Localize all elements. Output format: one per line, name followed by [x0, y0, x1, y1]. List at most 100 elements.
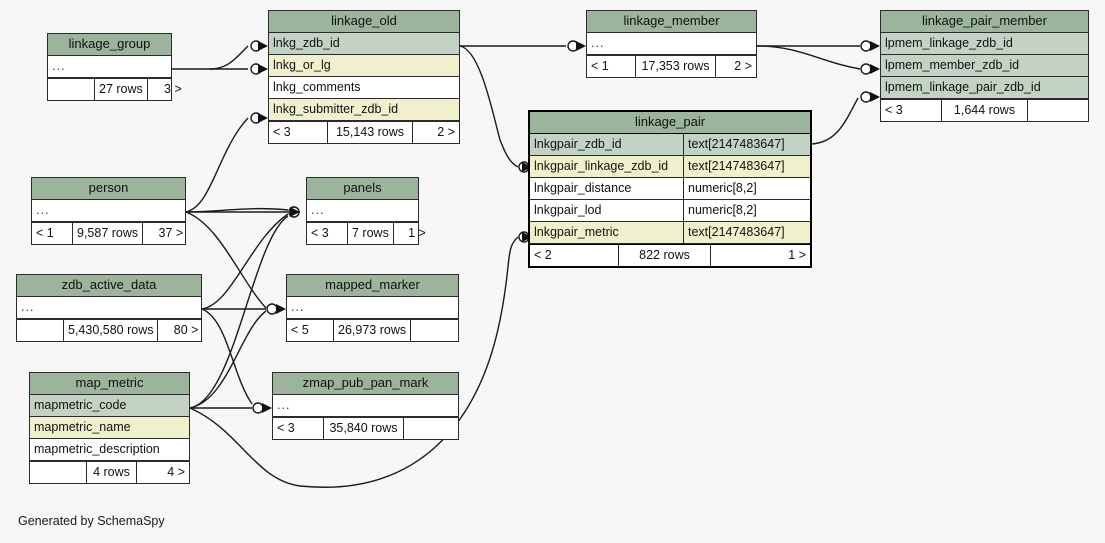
- table-title: zdb_active_data: [17, 275, 201, 297]
- column-name: ...: [311, 203, 325, 217]
- footer-rows: 35,840 rows: [324, 418, 404, 439]
- table-row: ...: [587, 33, 756, 55]
- table-row: lnkg_or_lg: [269, 55, 459, 77]
- footer-rows: 9,587 rows: [73, 223, 144, 244]
- table-footer: < 2 822 rows 1 >: [530, 244, 810, 266]
- table-linkage-group[interactable]: linkage_group ... 27 rows 3 >: [47, 33, 182, 101]
- table-row: mapmetric_code: [30, 395, 189, 417]
- column-name: ...: [21, 300, 35, 314]
- table-row: lnkg_comments: [269, 77, 459, 99]
- footer-left: < 1: [587, 56, 636, 77]
- table-row: lpmem_member_zdb_id: [881, 55, 1088, 77]
- table-footer: < 1 9,587 rows 37 >: [32, 222, 185, 244]
- table-title: zmap_pub_pan_mark: [273, 373, 458, 395]
- table-row: ...: [48, 56, 171, 78]
- table-zdb-active-data[interactable]: zdb_active_data ... 5,430,580 rows 80 >: [16, 274, 202, 342]
- column-name: ...: [291, 300, 305, 314]
- table-row: lnkgpair_linkage_zdb_id text[2147483647]: [530, 156, 810, 178]
- table-title: linkage_member: [587, 11, 756, 33]
- footer-left: < 3: [269, 122, 328, 143]
- table-mapped-marker[interactable]: mapped_marker ... < 5 26,973 rows: [286, 274, 459, 342]
- footer-left: < 2: [530, 245, 619, 266]
- table-row: lpmem_linkage_pair_zdb_id: [881, 77, 1088, 99]
- column-type: numeric[8,2]: [683, 178, 810, 199]
- table-row: lnkgpair_zdb_id text[2147483647]: [530, 134, 810, 156]
- table-linkage-pair[interactable]: linkage_pair lnkgpair_zdb_id text[214748…: [528, 110, 812, 268]
- column-name: lnkgpair_linkage_zdb_id: [534, 159, 669, 173]
- footer-right: 1 >: [788, 248, 806, 262]
- table-row: mapmetric_name: [30, 417, 189, 439]
- footer-rows: 7 rows: [348, 223, 394, 244]
- table-title: panels: [307, 178, 418, 200]
- table-row: ...: [17, 297, 201, 319]
- table-row: lnkgpair_metric text[2147483647]: [530, 222, 810, 244]
- footer-rows: 27 rows: [95, 79, 148, 100]
- footer-left: < 3: [307, 223, 348, 244]
- column-name: lnkg_submitter_zdb_id: [273, 102, 399, 116]
- footer-rows: 1,644 rows: [942, 100, 1028, 121]
- column-type: numeric[8,2]: [683, 200, 810, 221]
- column-name: ...: [591, 36, 605, 50]
- footer-rows: 15,143 rows: [328, 122, 413, 143]
- column-name: ...: [36, 203, 50, 217]
- table-title: linkage_group: [48, 34, 171, 56]
- footer-left: < 3: [273, 418, 324, 439]
- table-title: linkage_pair: [530, 112, 810, 134]
- column-name: lnkgpair_zdb_id: [534, 137, 622, 151]
- table-zmap-pub-pan-mark[interactable]: zmap_pub_pan_mark ... < 3 35,840 rows: [272, 372, 459, 440]
- table-row: mapmetric_description: [30, 439, 189, 461]
- table-row: lnkgpair_distance numeric[8,2]: [530, 178, 810, 200]
- column-type: text[2147483647]: [683, 222, 810, 243]
- footer-left: < 5: [287, 320, 334, 341]
- table-linkage-member[interactable]: linkage_member ... < 1 17,353 rows 2 >: [586, 10, 757, 78]
- table-panels[interactable]: panels ... < 3 7 rows 1 >: [306, 177, 426, 245]
- column-name: lnkgpair_distance: [534, 181, 632, 195]
- table-footer: 4 rows 4 >: [30, 461, 189, 483]
- column-name: lnkg_or_lg: [273, 58, 331, 72]
- column-name: ...: [52, 59, 66, 73]
- column-name: lpmem_linkage_pair_zdb_id: [885, 80, 1041, 94]
- footer-right: 4 >: [167, 465, 185, 479]
- footer-right: [404, 418, 458, 439]
- table-title: map_metric: [30, 373, 189, 395]
- column-type: text[2147483647]: [683, 156, 810, 177]
- footer-right: 1 >: [408, 226, 426, 240]
- column-name: lnkg_comments: [273, 80, 361, 94]
- footer-right: [411, 320, 463, 341]
- footer-rows: 26,973 rows: [334, 320, 412, 341]
- footer-right: 2 >: [734, 59, 752, 73]
- table-linkage-pair-member[interactable]: linkage_pair_member lpmem_linkage_zdb_id…: [880, 10, 1089, 122]
- table-person[interactable]: person ... < 1 9,587 rows 37 >: [31, 177, 186, 245]
- table-footer: < 1 17,353 rows 2 >: [587, 55, 756, 77]
- footer-left: < 3: [881, 100, 942, 121]
- table-footer: < 3 7 rows 1 >: [307, 222, 426, 244]
- column-name: mapmetric_name: [34, 420, 131, 434]
- table-footer: < 5 26,973 rows: [287, 319, 458, 341]
- footer-right: [1028, 100, 1088, 121]
- footer-rows: 822 rows: [619, 245, 711, 266]
- table-row: lnkg_submitter_zdb_id: [269, 99, 459, 121]
- footer-rows: 4 rows: [87, 462, 137, 483]
- column-type: text[2147483647]: [683, 134, 810, 155]
- footer-right: 80 >: [173, 323, 199, 337]
- table-footer: 5,430,580 rows 80 >: [17, 319, 201, 341]
- table-linkage-old[interactable]: linkage_old lnkg_zdb_id lnkg_or_lg lnkg_…: [268, 10, 460, 144]
- table-row: lpmem_linkage_zdb_id: [881, 33, 1088, 55]
- column-name: lnkgpair_lod: [534, 203, 602, 217]
- footer-left: [17, 320, 64, 341]
- table-map-metric[interactable]: map_metric mapmetric_code mapmetric_name…: [29, 372, 190, 484]
- footer-right: 2 >: [437, 125, 455, 139]
- footer-left: [48, 79, 95, 100]
- footer-left: < 1: [32, 223, 73, 244]
- table-title: linkage_pair_member: [881, 11, 1088, 33]
- column-name: lnkg_zdb_id: [273, 36, 340, 50]
- table-footer: < 3 1,644 rows: [881, 99, 1088, 121]
- column-name: lnkgpair_metric: [534, 225, 619, 239]
- table-footer: < 3 15,143 rows 2 >: [269, 121, 459, 143]
- footer-rows: 17,353 rows: [636, 56, 716, 77]
- table-title: linkage_old: [269, 11, 459, 33]
- column-name: mapmetric_description: [34, 442, 160, 456]
- table-title: person: [32, 178, 185, 200]
- table-row: ...: [307, 200, 418, 222]
- table-row: lnkg_zdb_id: [269, 33, 459, 55]
